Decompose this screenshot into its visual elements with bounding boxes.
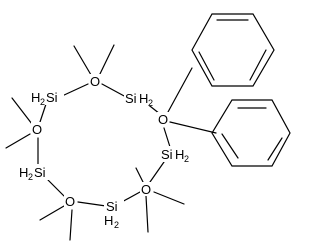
- atom-si-left-bottom: H 2 Si: [18, 164, 52, 182]
- atom-o-bottom-left-label: O: [65, 194, 75, 209]
- atom-o-bottom-right: O: [140, 182, 152, 197]
- phenyl-upper-double-2: [249, 49, 267, 81]
- atom-si-top-left-sub: 2: [40, 97, 45, 107]
- atom-si-left-bottom-h: H: [19, 165, 28, 180]
- phenyl-lower-double-3: [221, 133, 239, 159]
- bond-oleft-si1: [39, 103, 47, 123]
- bond-obl-methyl-left: [39, 205, 65, 221]
- atom-si-right-bottom-sub: 2: [184, 154, 189, 164]
- bond-si3-obr: [149, 161, 165, 183]
- atom-si-bottom-sub: 2: [114, 220, 119, 230]
- atom-si-left-bottom-sub: 2: [28, 172, 33, 182]
- atom-si-top-left-h: H: [31, 90, 40, 105]
- atom-si-top-right-h: H: [139, 91, 148, 106]
- phenyl-upper-hexagon: [191, 13, 275, 87]
- phenyl-ring-lower: [211, 99, 291, 167]
- bond-obl-si5: [47, 179, 65, 197]
- atom-labels: H 2 Si O Si H 2 O O H 2: [18, 74, 194, 230]
- atom-si-right-bottom-h: H: [175, 147, 184, 162]
- phenyl-lower-double-2: [267, 137, 283, 161]
- bond-oright-phenyl-lower: [169, 121, 217, 134]
- bond-oleft-methyl-up: [11, 97, 33, 125]
- bond-lines: [5, 44, 217, 241]
- bond-obr-methyl-right: [153, 191, 185, 205]
- molecule-structure: H 2 Si O Si H 2 O O H 2: [5, 13, 291, 241]
- atom-si-bottom-h: H: [104, 213, 113, 228]
- bond-oright-phenyl-upper: [167, 67, 193, 113]
- atom-o-right-label: O: [158, 112, 168, 127]
- bond-si1-otop: [61, 83, 89, 97]
- phenyl-upper-double-3: [198, 51, 215, 81]
- atom-si-right-bottom-si: Si: [161, 147, 173, 162]
- bond-oright-si3: [163, 127, 171, 148]
- atom-si-top-left-si: Si: [46, 90, 58, 105]
- phenyl-lower-hexagon: [211, 99, 291, 167]
- bond-si4-obl: [77, 201, 107, 207]
- atom-o-left: O: [31, 122, 43, 137]
- bond-obr-methyl-up: [135, 167, 144, 183]
- atom-o-top: O: [89, 74, 101, 89]
- bond-obl-methyl-down: [69, 209, 73, 241]
- bond-otop-methyl-right: [97, 44, 115, 79]
- atom-si-top-right-sub: 2: [148, 98, 153, 108]
- atom-si-top-right-si: Si: [125, 91, 137, 106]
- atom-o-left-label: O: [32, 122, 42, 137]
- bond-oleft-methyl-down: [5, 133, 31, 149]
- atom-si-top-left: H 2 Si: [30, 89, 64, 107]
- atom-si-top-right: Si H 2: [124, 90, 158, 108]
- phenyl-ring-upper: [191, 13, 275, 87]
- atom-o-bottom-right-label: O: [141, 182, 151, 197]
- bond-otop-si2: [101, 83, 127, 98]
- atom-si-right-bottom: Si H 2: [160, 146, 194, 164]
- atom-o-right: O: [157, 112, 169, 127]
- bond-obr-methyl-down: [145, 195, 149, 233]
- atom-si-bottom: Si H 2: [104, 198, 124, 230]
- atom-o-bottom-left: O: [64, 194, 76, 209]
- atom-si-bottom-si: Si: [106, 199, 118, 214]
- atom-o-top-label: O: [90, 74, 100, 89]
- atom-si-left-bottom-si: Si: [34, 165, 46, 180]
